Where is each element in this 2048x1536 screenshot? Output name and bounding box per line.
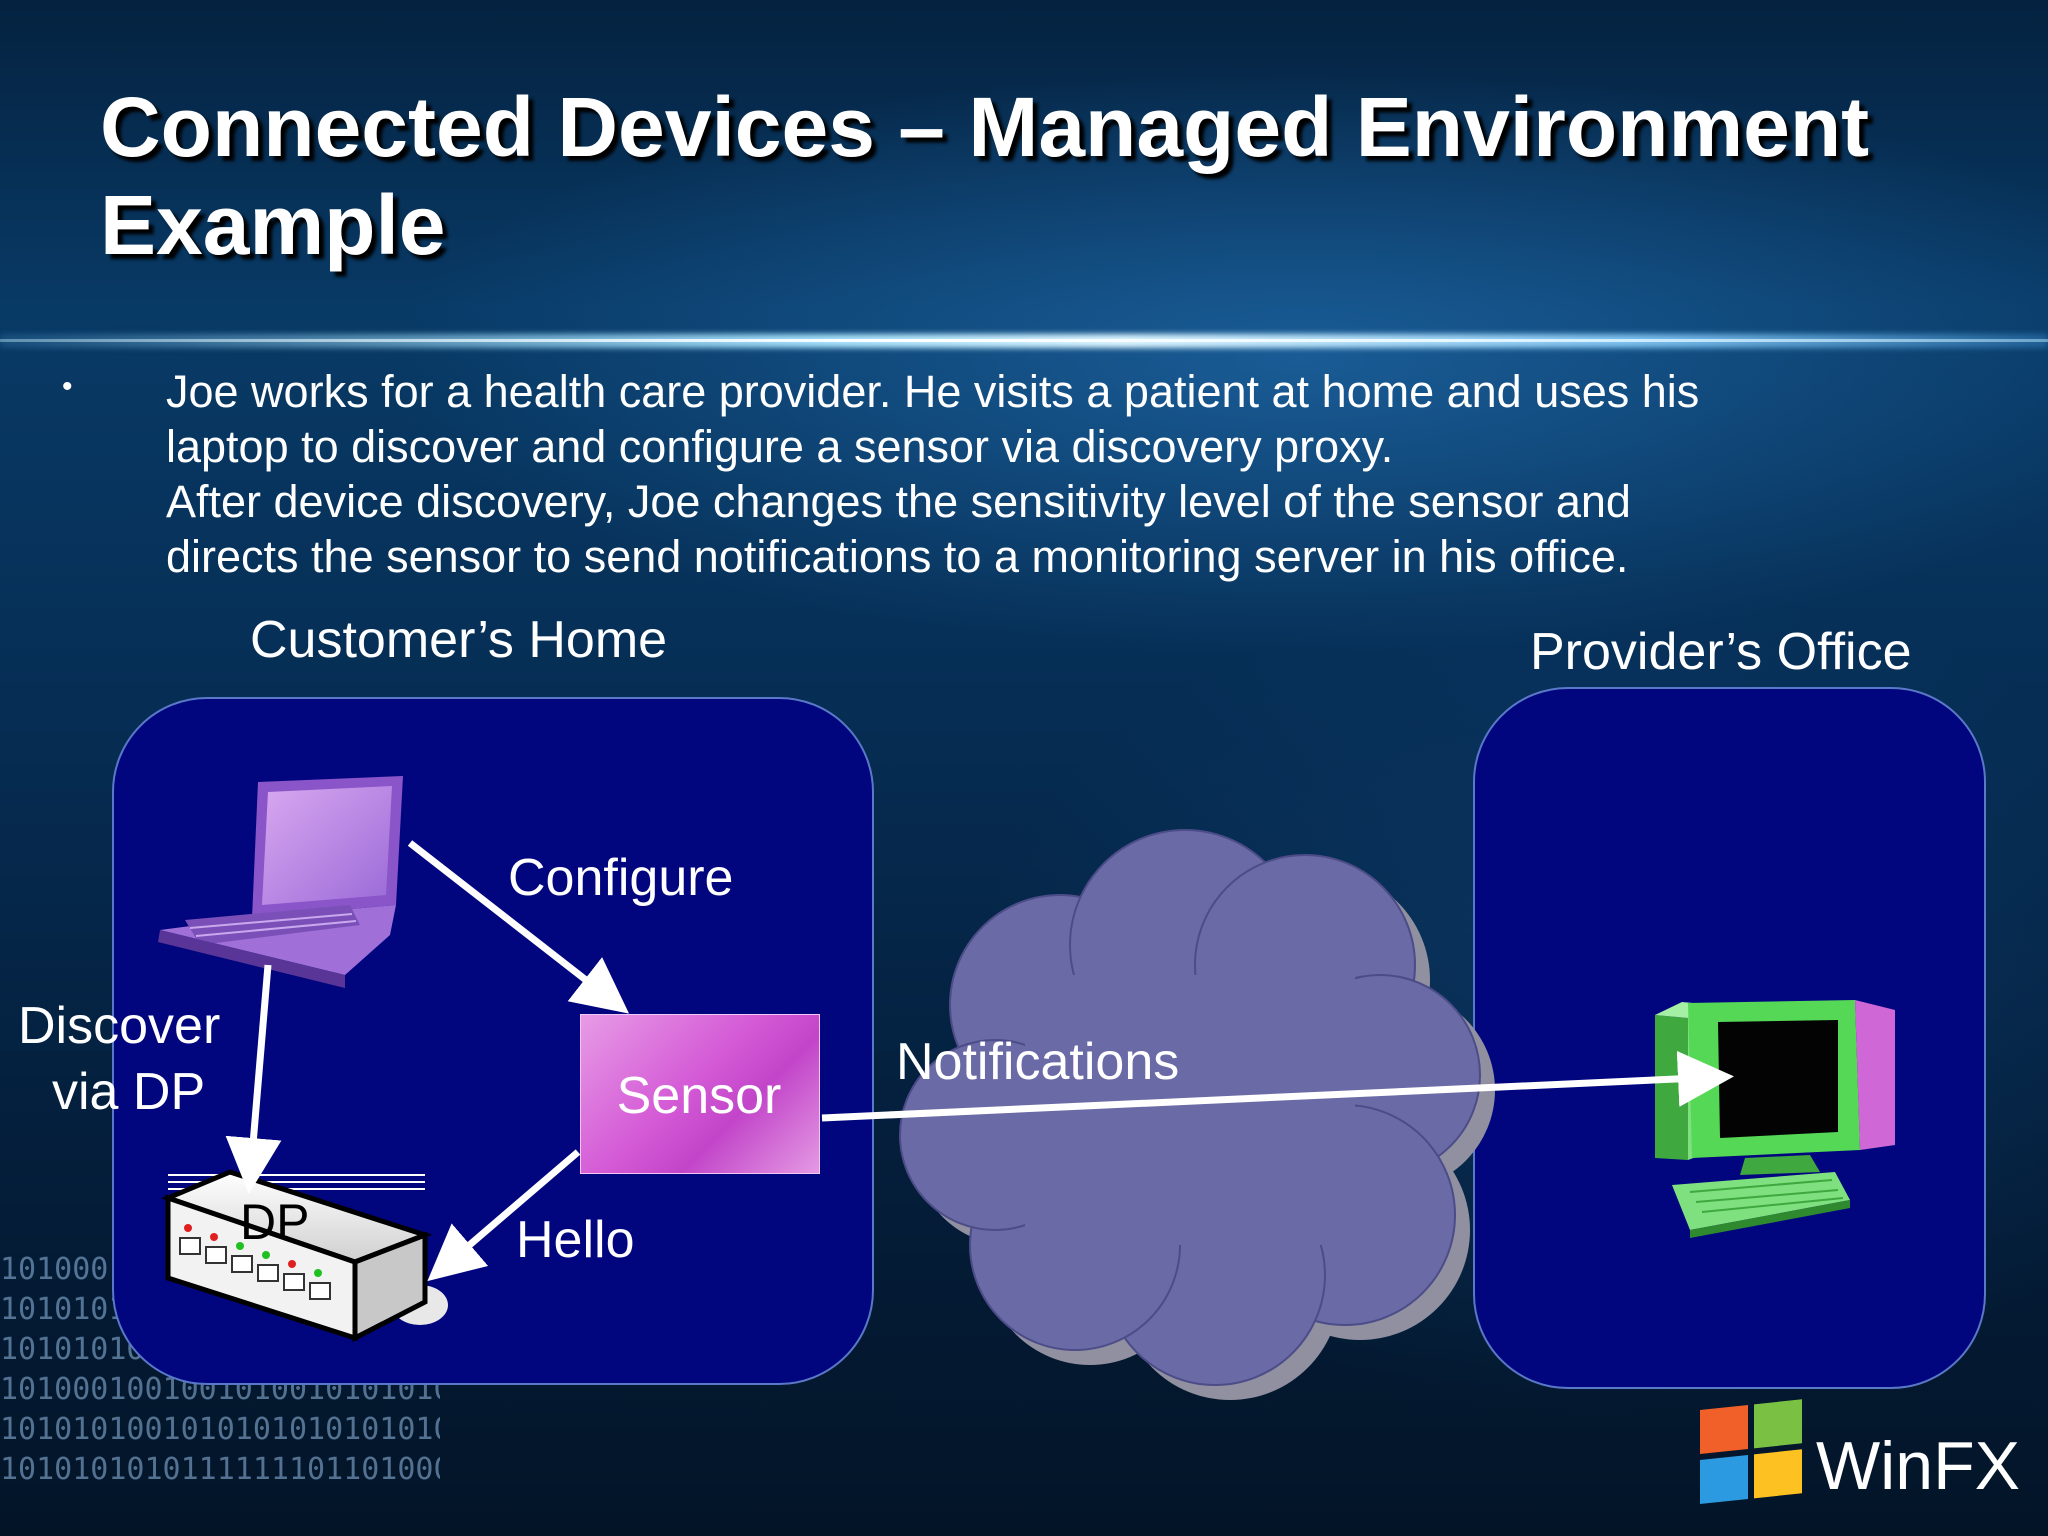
- discover-arrow: [225, 964, 282, 1194]
- binary-line: 10101010101111111011010000101011: [0, 1452, 440, 1487]
- laptop-icon: [158, 776, 403, 988]
- configure-arrow: [407, 840, 630, 1014]
- title-divider: [0, 339, 2048, 342]
- bullet-marker: •: [62, 370, 73, 403]
- sensor-label: Sensor: [616, 1067, 782, 1125]
- bullet-line-3: After device discovery, Joe changes the …: [166, 476, 1631, 527]
- configure-label: Configure: [508, 849, 734, 907]
- winfx-logo-text: WinFX: [1816, 1428, 2020, 1504]
- discover-label-line2: via DP: [52, 1063, 206, 1121]
- dp-label: DP: [240, 1194, 310, 1250]
- notifications-label: Notifications: [896, 1033, 1180, 1091]
- binary-line: 1010101001010101010101010101010: [0, 1412, 440, 1447]
- bullet-line-1: Joe works for a health care provider. He…: [166, 366, 1700, 417]
- customer-home-label: Customer’s Home: [250, 611, 668, 669]
- binary-line: 1010001: [0, 1252, 127, 1287]
- monitoring-server-icon: [1655, 1000, 1895, 1238]
- sensor-box: [580, 1014, 820, 1174]
- bullet-line-2: laptop to discover and configure a senso…: [166, 421, 1394, 472]
- dp-hub-icon: [160, 1169, 448, 1343]
- hello-label: Hello: [516, 1211, 635, 1269]
- bullet-line-4: directs the sensor to send notifications…: [166, 531, 1629, 582]
- hello-arrow: [427, 1149, 581, 1282]
- notifications-arrow: [821, 1050, 1734, 1122]
- slide-title: Connected Devices – Managed Environment …: [100, 80, 1870, 272]
- bullet-text: Joe works for a health care provider. He…: [166, 364, 2026, 584]
- provider-office-label: Provider’s Office: [1530, 623, 1912, 681]
- windows-flag-icon: [1700, 1399, 1802, 1504]
- discover-label-line1: Discover: [18, 997, 221, 1055]
- network-cloud-core: [1025, 975, 1355, 1245]
